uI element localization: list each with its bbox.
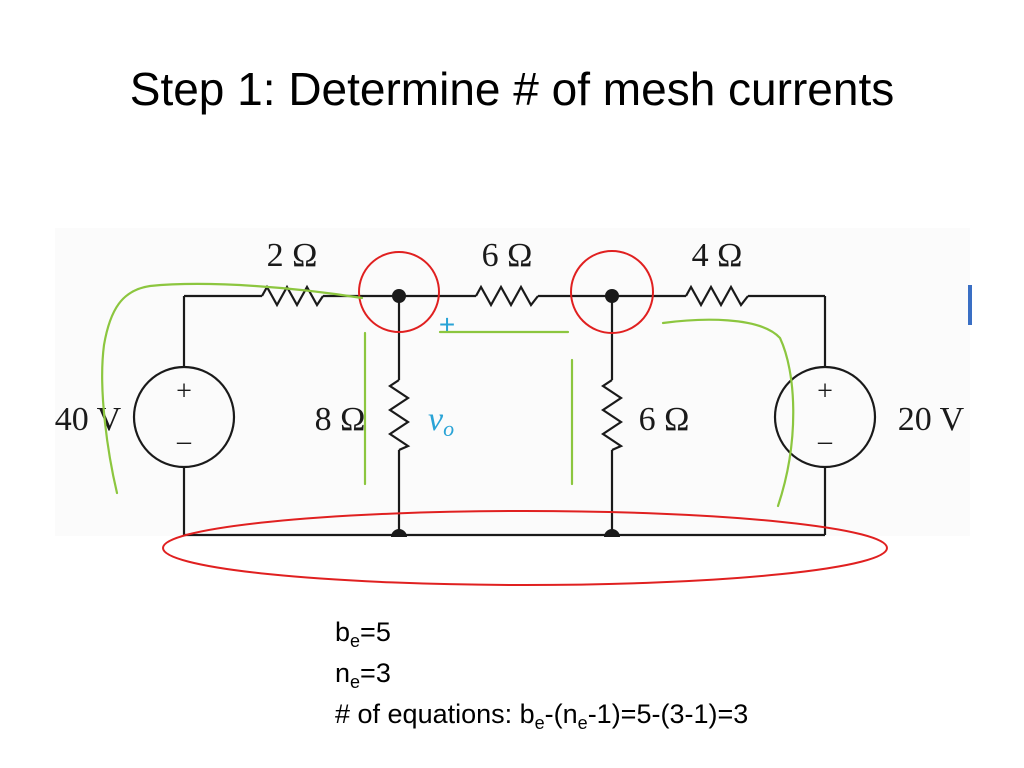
- node-dot-bottom-right: [604, 529, 620, 537]
- node-count-line: ne=3: [335, 658, 391, 692]
- resistor-2-ohm: [261, 284, 324, 308]
- resistor-4-ohm: [685, 284, 749, 308]
- vo-label: vo: [428, 401, 454, 441]
- label-r-top-right: 4 Ω: [692, 237, 743, 274]
- mesh-annotations: [101, 282, 795, 508]
- resistor-6-ohm-right: [601, 379, 624, 452]
- node-dot-left: [392, 289, 406, 303]
- vo-plus: +: [439, 309, 455, 340]
- equation-notes: be=5 ne=3 # of equations: be-(ne-1)=5-(3…: [335, 612, 748, 735]
- resistor-6-ohm-top: [475, 284, 539, 308]
- ground-node-highlight: [162, 510, 888, 586]
- circuit-image-background: [55, 228, 970, 536]
- mesh-stroke-left: [101, 282, 364, 495]
- page-title: Step 1: Determine # of mesh currents: [129, 63, 895, 115]
- source-right-plus: +: [817, 376, 833, 407]
- source-left-minus: –: [176, 426, 192, 457]
- node-highlight-left: [358, 251, 440, 333]
- equation-count-line: # of equations: be-(ne-1)=5-(3-1)=3: [335, 699, 749, 733]
- node-dot-bottom-left: [391, 529, 407, 537]
- vo-symbol: v: [428, 401, 444, 438]
- voltage-source-right: [773, 365, 877, 469]
- branch-count-line: be=5: [335, 617, 391, 651]
- source-right-minus: –: [817, 426, 833, 457]
- vo-subscript: o: [443, 416, 454, 441]
- source-left-plus: +: [176, 376, 192, 407]
- node-dot-right: [605, 289, 619, 303]
- label-r-vert-left: 8 Ω: [315, 401, 366, 438]
- resistor-8-ohm: [388, 379, 411, 452]
- label-r-top-left: 2 Ω: [267, 237, 318, 274]
- image-edge-mark: [968, 285, 972, 325]
- label-r-top-mid: 6 Ω: [482, 237, 533, 274]
- mesh-stroke-right: [661, 318, 795, 508]
- label-source-right: 20 V: [898, 401, 965, 438]
- circuit-wires: [182, 294, 827, 537]
- label-r-vert-right: 6 Ω: [639, 401, 690, 438]
- voltage-source-left: [132, 365, 236, 469]
- label-source-left: 40 V: [55, 401, 122, 438]
- node-highlight-right: [570, 250, 654, 334]
